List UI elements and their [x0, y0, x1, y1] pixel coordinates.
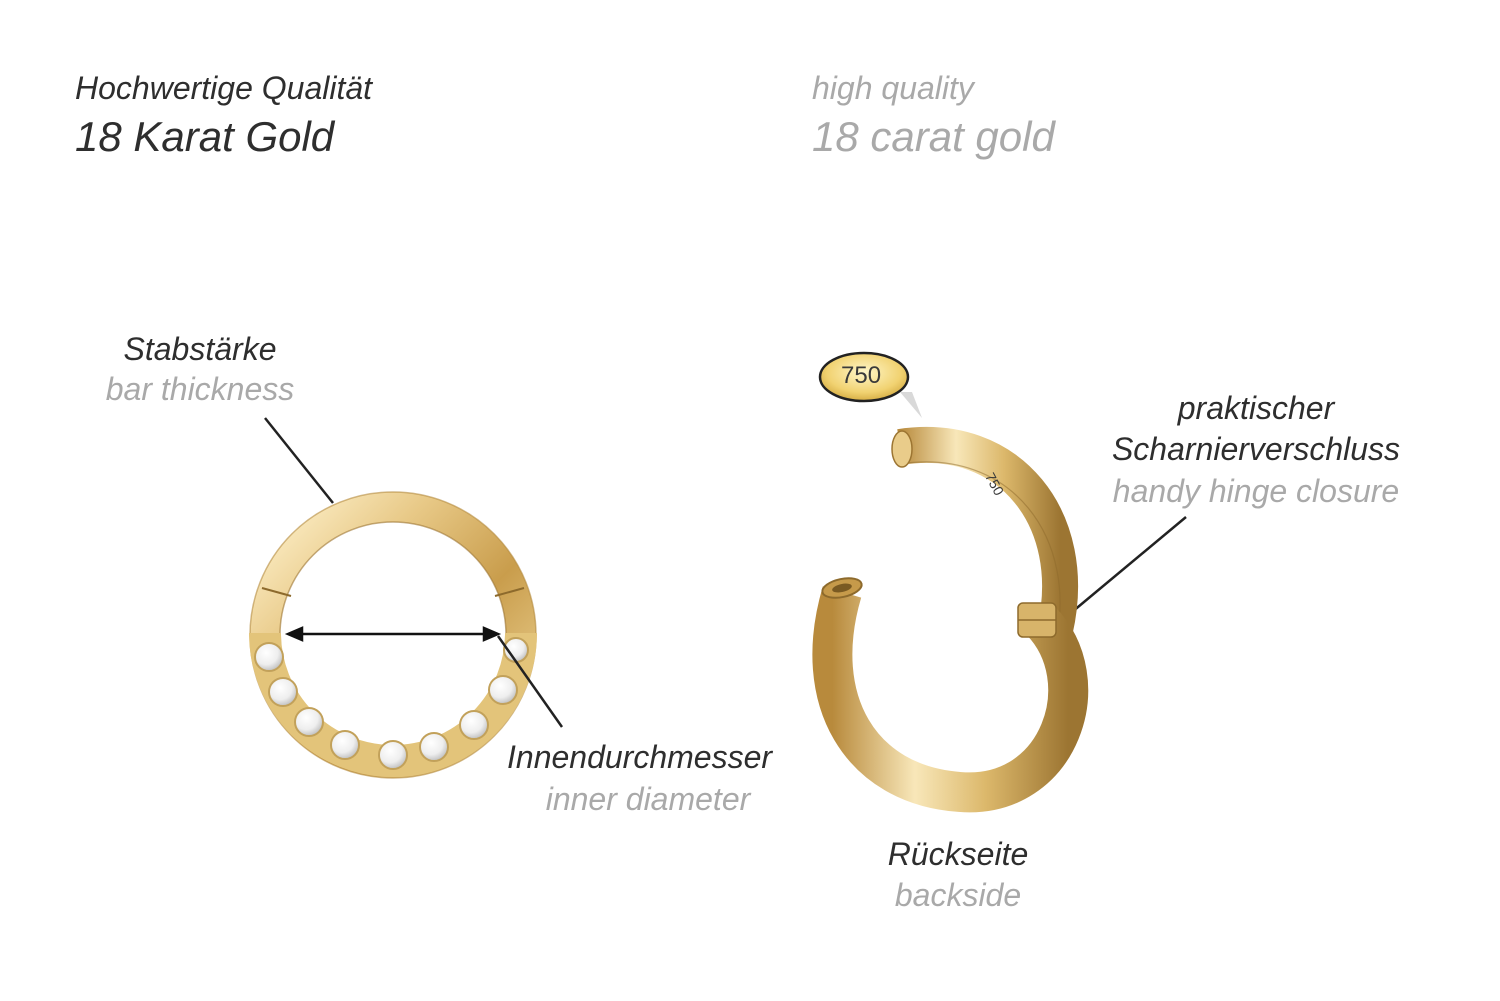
stamp-badge-label: 750 — [841, 362, 882, 389]
header-de-gold: 18 Karat Gold — [75, 113, 335, 160]
hinge-leader — [1059, 516, 1187, 623]
diameter-arrow-icon — [284, 626, 502, 642]
hinge-label-de-1: praktischer — [1177, 390, 1335, 426]
header-de-quality: Hochwertige Qualität — [75, 70, 373, 106]
hinge-label-de-2: Scharnierverschluss — [1111, 431, 1401, 467]
bar-thickness-label-de: Stabstärke — [123, 331, 277, 367]
bar-thickness-label-en: bar thickness — [105, 371, 295, 407]
header-en-quality: high quality — [812, 70, 974, 106]
inner-diameter-leader — [496, 635, 564, 728]
back-ring-icon — [812, 427, 1089, 813]
gem-row — [254, 637, 529, 770]
header-en-gold: 18 carat gold — [812, 113, 1055, 160]
inner-diameter-label-de: Innendurchmesser — [507, 739, 773, 775]
front-ring-icon — [249, 491, 537, 779]
backside-label-en: backside — [894, 877, 1022, 913]
backside-label-de: Rückseite — [887, 836, 1029, 872]
hinge-label-en: handy hinge closure — [1112, 473, 1400, 509]
bar-thickness-leader — [264, 417, 334, 504]
inner-diameter-label-en: inner diameter — [545, 781, 751, 817]
stamp-badge-icon — [818, 351, 922, 418]
